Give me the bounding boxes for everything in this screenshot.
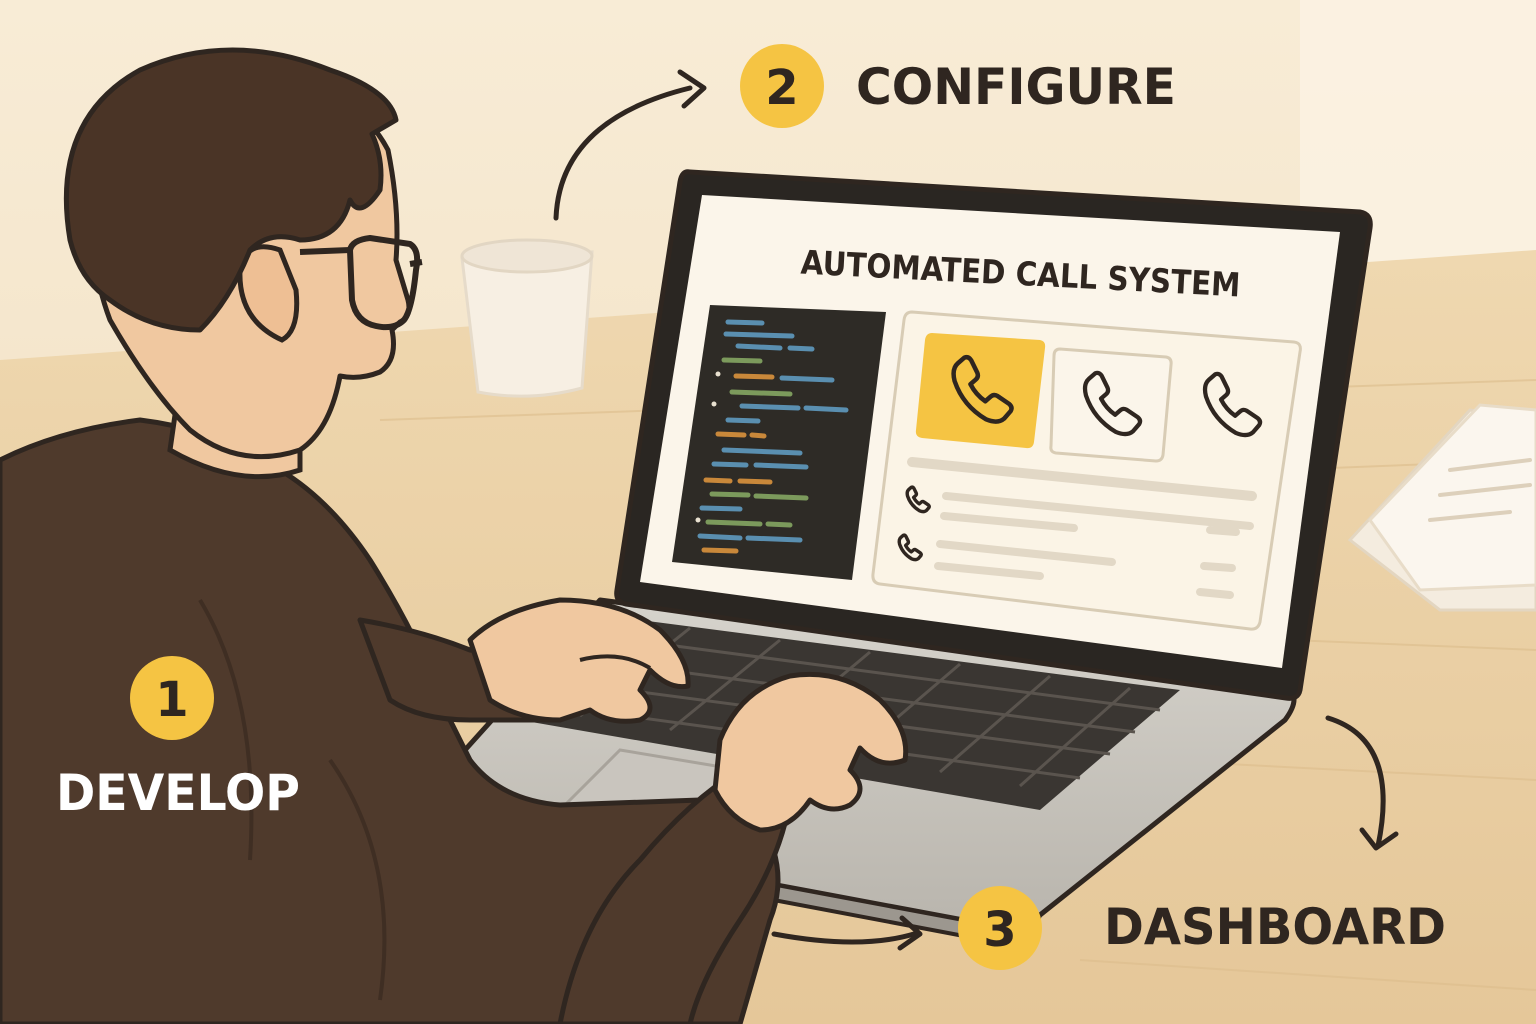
panel-divider — [907, 457, 1257, 501]
mug — [460, 238, 594, 398]
phone-icon — [905, 485, 931, 514]
shirt-fold — [198, 598, 254, 861]
step-number: 1 — [155, 672, 188, 728]
code-prompt-markers — [695, 371, 721, 523]
step-label-configure: CONFIGURE — [856, 58, 1176, 116]
hand-left — [467, 597, 691, 724]
call-list-row[interactable] — [905, 485, 1254, 536]
phone-icon — [1202, 371, 1263, 438]
call-list-row[interactable] — [897, 533, 1236, 599]
step-label-develop: DEVELOP — [56, 764, 300, 822]
step-label-dashboard: DASHBOARD — [1104, 898, 1446, 956]
arrow-from-develop — [771, 915, 923, 951]
glasses-icon — [299, 235, 423, 331]
hand-right — [712, 671, 909, 833]
arrow-to-configure — [553, 69, 707, 221]
arrow-to-dashboard — [1325, 715, 1399, 851]
hair — [63, 47, 399, 333]
shirt-fold — [328, 758, 387, 1001]
step-badge-2: 2 — [740, 44, 824, 128]
step-number: 3 — [983, 902, 1016, 958]
step-badge-3: 3 — [958, 886, 1042, 970]
step-badge-1: 1 — [130, 656, 214, 740]
step-number: 2 — [765, 60, 798, 116]
person — [0, 47, 781, 1024]
call-card-active[interactable] — [915, 333, 1046, 449]
call-card[interactable] — [1202, 371, 1263, 438]
papers — [1347, 403, 1536, 612]
code-lines — [697, 319, 849, 554]
phone-icon — [897, 533, 923, 562]
code-panel — [672, 305, 886, 580]
phone-icon — [951, 354, 1014, 424]
call-card[interactable] — [1049, 347, 1173, 463]
phone-icon — [1082, 370, 1143, 437]
